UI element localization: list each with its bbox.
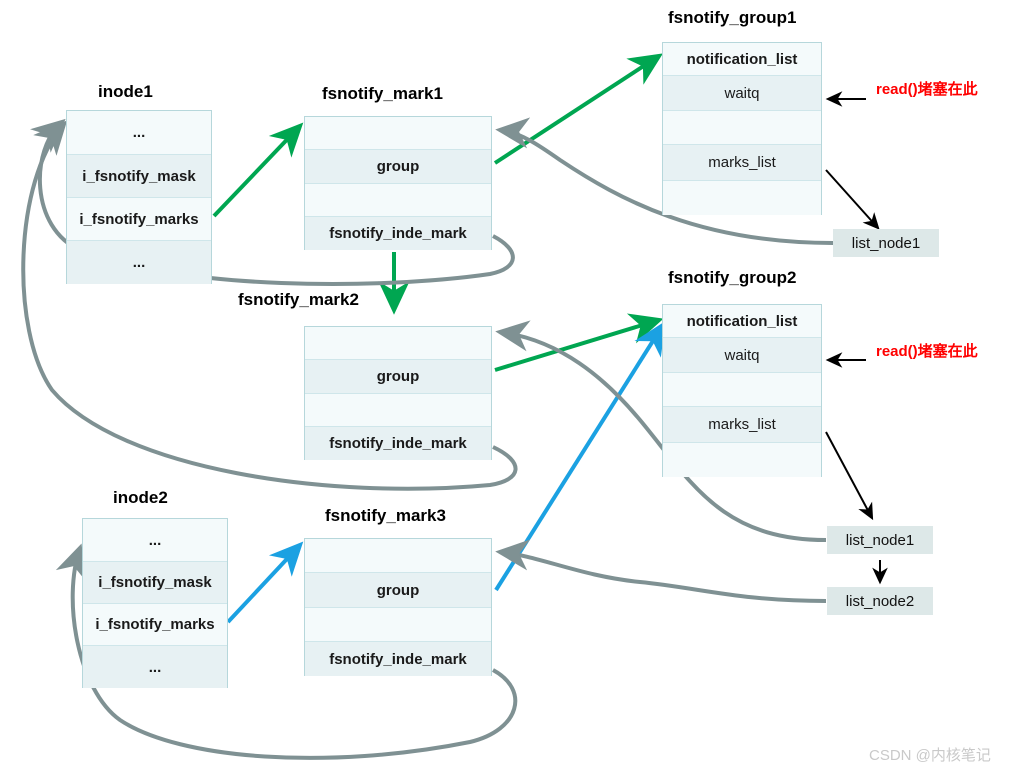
inode1-row-ellipsis: ...: [67, 111, 211, 155]
inode2-row-ellipsis: ...: [83, 519, 227, 562]
struct-inode2: ... i_fsnotify_mask i_fsnotify_marks ...: [82, 518, 228, 688]
inode1-row-ellipsis-2: ...: [67, 241, 211, 284]
mark2-row-fsnotify-inde-mark: fsnotify_inde_mark: [305, 427, 491, 460]
mark3-row-empty-2: [305, 608, 491, 642]
annotation-read-block-group2: read()堵塞在此: [876, 343, 978, 360]
group2-row-marks-list: marks_list: [663, 407, 821, 443]
mark1-row-fsnotify-inde-mark: fsnotify_inde_mark: [305, 217, 491, 250]
edge-group1-markslist-to-listnode1: [825, 169, 880, 230]
edge-group2-markslist-to-listnode1: [825, 431, 874, 521]
mark2-row-group: group: [305, 360, 491, 394]
caption-fsnotify-mark1: fsnotify_mark1: [322, 84, 443, 103]
group1-row-empty-2: [663, 181, 821, 215]
caption-fsnotify-mark2: fsnotify_mark2: [238, 290, 359, 309]
mark2-row-empty-2: [305, 394, 491, 427]
mark3-row-group: group: [305, 573, 491, 608]
caption-fsnotify-group2: fsnotify_group2: [668, 268, 797, 287]
edge-listnode2-back-to-mark3: [495, 539, 827, 603]
inode2-row-i-fsnotify-mask: i_fsnotify_mask: [83, 562, 227, 604]
group1-row-marks-list: marks_list: [663, 145, 821, 181]
group2-row-empty-1: [663, 373, 821, 407]
inode2-row-i-fsnotify-marks: i_fsnotify_marks: [83, 604, 227, 646]
inode1-row-i-fsnotify-marks: i_fsnotify_marks: [67, 198, 211, 241]
group2-row-notification-list: notification_list: [663, 305, 821, 338]
caption-fsnotify-mark3: fsnotify_mark3: [325, 506, 446, 525]
list-node-group2-1: list_node1: [827, 526, 933, 554]
caption-fsnotify-group1: fsnotify_group1: [668, 8, 797, 27]
struct-fsnotify-mark2: group fsnotify_inde_mark: [304, 326, 492, 460]
list-node-group2-2: list_node2: [827, 587, 933, 615]
edge-inode1-to-mark1: [212, 122, 304, 218]
struct-fsnotify-mark1: group fsnotify_inde_mark: [304, 116, 492, 250]
watermark: CSDN @内核笔记: [869, 747, 991, 764]
mark1-row-group: group: [305, 150, 491, 184]
group2-row-waitq: waitq: [663, 338, 821, 373]
edge-mark3-group-to-group2: [494, 320, 666, 592]
struct-fsnotify-group1: notification_list waitq marks_list: [662, 42, 822, 215]
mark2-row-empty-1: [305, 327, 491, 360]
mark1-row-empty-2: [305, 184, 491, 217]
mark3-row-empty-1: [305, 539, 491, 573]
annotation-read-block-group1: read()堵塞在此: [876, 81, 978, 98]
edge-mark1-group-to-group1: [493, 53, 664, 165]
edge-inode2-to-mark3: [226, 541, 304, 624]
edge-mark2-group-to-group2: [494, 313, 664, 372]
group1-row-waitq: waitq: [663, 76, 821, 111]
struct-fsnotify-group2: notification_list waitq marks_list: [662, 304, 822, 477]
struct-fsnotify-mark3: group fsnotify_inde_mark: [304, 538, 492, 676]
mark1-row-empty-1: [305, 117, 491, 150]
list-node-group1-1: list_node1: [833, 229, 939, 257]
inode2-row-ellipsis-2: ...: [83, 646, 227, 688]
inode1-row-i-fsnotify-mask: i_fsnotify_mask: [67, 155, 211, 198]
group1-row-empty-1: [663, 111, 821, 145]
caption-inode1: inode1: [98, 82, 153, 101]
struct-inode1: ... i_fsnotify_mask i_fsnotify_marks ...: [66, 110, 212, 284]
caption-inode2: inode2: [113, 488, 168, 507]
mark3-row-fsnotify-inde-mark: fsnotify_inde_mark: [305, 642, 491, 676]
group1-row-notification-list: notification_list: [663, 43, 821, 76]
group2-row-empty-2: [663, 443, 821, 477]
